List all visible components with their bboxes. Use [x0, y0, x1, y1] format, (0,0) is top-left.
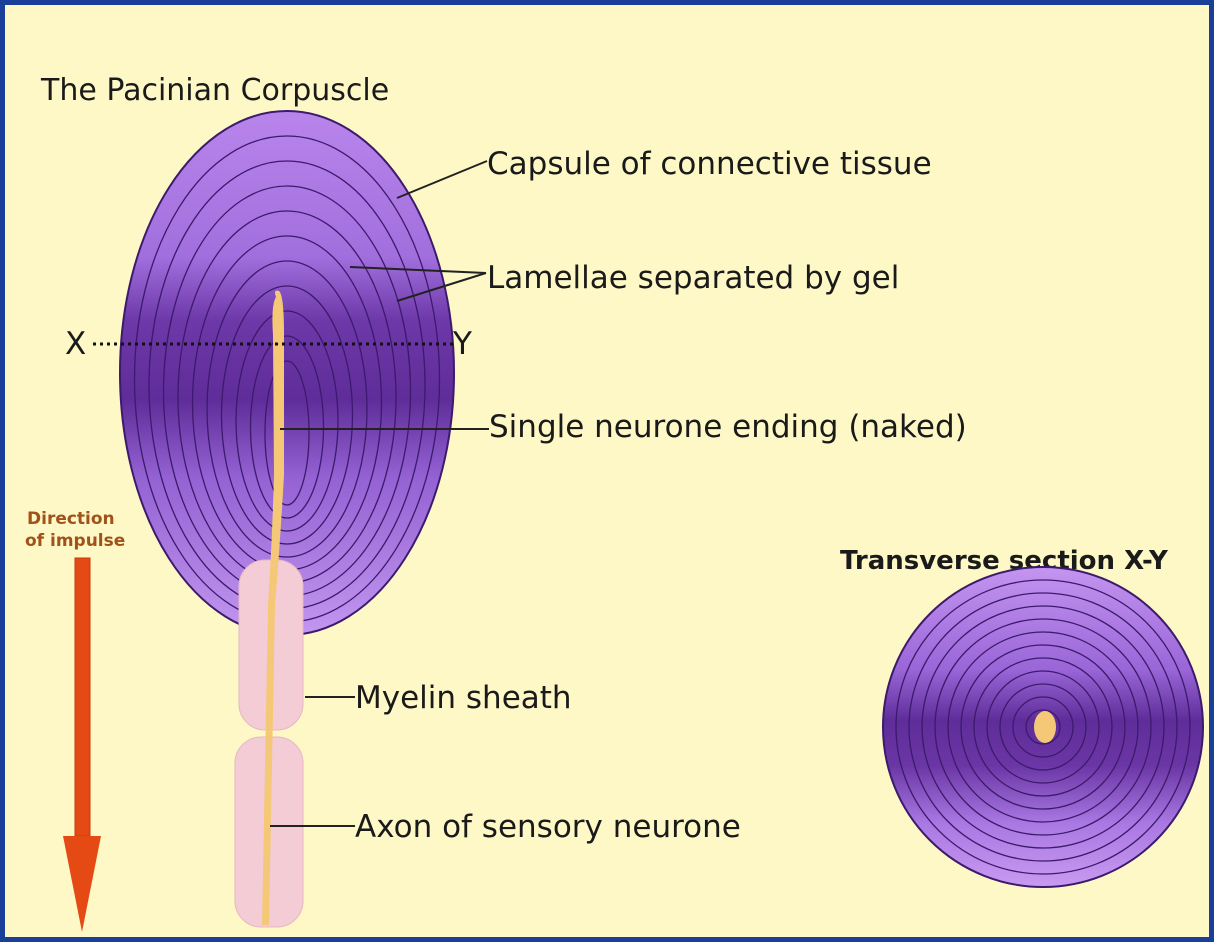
transverse-section: [883, 567, 1203, 887]
capsule-label: Capsule of connective tissue: [487, 146, 932, 182]
direction-arrow-shaft: [75, 558, 90, 836]
transverse-neurone: [1034, 711, 1056, 743]
direction-arrow: [63, 558, 101, 932]
lamellae-label: Lamellae separated by gel: [487, 260, 899, 296]
pacinian-corpuscle-diagram: The Pacinian Corpuscle X Y Capsule of co…: [5, 5, 1209, 937]
capsule-leader: [397, 161, 487, 198]
myelin-label: Myelin sheath: [355, 680, 572, 716]
section-x-label: X: [65, 326, 86, 362]
corpuscle: [120, 111, 454, 635]
direction-label-line2: of impulse: [25, 531, 125, 551]
axon-label: Axon of sensory neurone: [355, 809, 741, 845]
direction-arrow-head: [63, 836, 101, 932]
section-y-label: Y: [452, 326, 472, 362]
diagram-title: The Pacinian Corpuscle: [40, 73, 389, 108]
neurone-ending-label: Single neurone ending (naked): [489, 409, 967, 445]
direction-label-line1: Direction: [27, 509, 115, 529]
